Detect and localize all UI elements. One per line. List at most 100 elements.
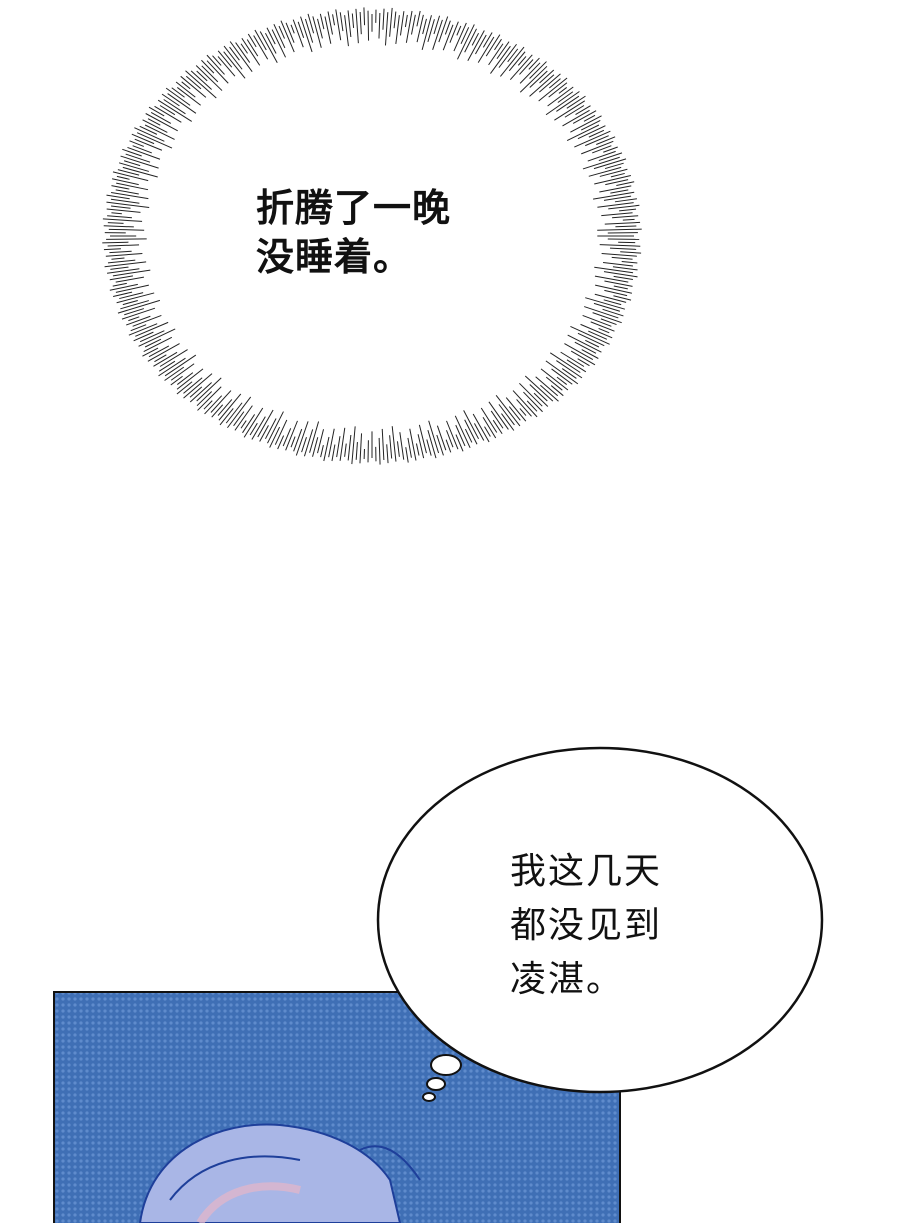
burst-line-mark: [556, 360, 583, 379]
burst-line-mark: [386, 444, 389, 464]
burst-line-mark: [107, 215, 132, 219]
burst-line-mark: [259, 31, 278, 64]
burst-line-mark: [246, 39, 259, 57]
burst-line-mark: [264, 32, 277, 54]
burst-line-mark: [145, 113, 178, 132]
burst-line-mark: [519, 62, 541, 84]
burst-line-mark: [601, 253, 637, 257]
burst-line-mark: [175, 81, 196, 98]
burst-line-mark: [164, 354, 197, 377]
burst-line-mark: [111, 257, 125, 260]
burst-line-mark: [453, 22, 467, 52]
burst-line-mark: [528, 57, 540, 70]
burst-line-mark: [278, 25, 285, 39]
burst-line-mark: [285, 420, 298, 451]
burst-line-mark: [122, 166, 158, 178]
burst-line-mark: [577, 332, 605, 347]
burst-line-mark: [480, 407, 498, 433]
burst-line-mark: [219, 408, 234, 426]
burst-line-mark: [122, 300, 138, 306]
burst-line-mark: [587, 150, 616, 162]
burst-line-mark: [112, 171, 149, 182]
burst-line-mark: [123, 160, 141, 167]
burst-line-mark: [498, 404, 515, 426]
burst-line-mark: [128, 323, 158, 336]
burst-line-mark: [223, 45, 243, 70]
burst-line-mark: [547, 86, 574, 107]
burst-line-mark: [482, 32, 493, 48]
burst-line-mark: [116, 292, 155, 304]
burst-line-mark: [148, 106, 165, 117]
burst-line-mark: [519, 65, 548, 93]
burst-line-mark: [135, 321, 169, 337]
burst-line-mark: [189, 382, 212, 403]
burst-line-mark: [210, 390, 232, 413]
burst-line-mark: [442, 24, 454, 51]
burst-line-mark: [604, 221, 641, 225]
burst-line-mark: [189, 386, 203, 398]
burst-line-mark: [347, 434, 352, 461]
burst-line: 折腾了一晚: [256, 186, 452, 230]
burst-line-mark: [550, 385, 564, 397]
burst-line-mark: [399, 432, 405, 460]
burst-line-mark: [540, 368, 569, 391]
burst-line-mark: [584, 306, 619, 319]
burst-line-mark: [601, 212, 633, 217]
burst-bubble-text: 折腾了一晚没睡着。: [256, 184, 451, 283]
burst-line-mark: [604, 280, 633, 287]
burst-line-mark: [243, 407, 264, 438]
burst-line-mark: [594, 293, 627, 303]
burst-line-mark: [328, 428, 335, 458]
burst-line-mark: [614, 198, 637, 203]
burst-line-mark: [148, 345, 170, 358]
burst-line-mark: [211, 404, 224, 418]
burst-line-mark: [463, 410, 480, 440]
burst-line-mark: [117, 299, 161, 314]
burst-line-mark: [446, 420, 459, 450]
burst-line-mark: [203, 400, 213, 410]
burst-line-mark: [391, 426, 397, 462]
burst-line-mark: [588, 330, 608, 340]
burst-line-mark: [396, 441, 400, 457]
burst-line-mark: [404, 14, 408, 28]
burst-line-mark: [290, 436, 296, 448]
burst-line-mark: [529, 74, 555, 97]
burst-line-mark: [111, 205, 131, 209]
burst-line-mark: [508, 406, 521, 421]
burst-line-mark: [109, 275, 134, 281]
burst-line-mark: [106, 194, 130, 200]
burst-line-mark: [526, 400, 538, 412]
character-hair: [138, 1123, 421, 1223]
burst-line-mark: [445, 439, 452, 453]
burst-line-mark: [367, 10, 370, 41]
burst-line-mark: [456, 24, 475, 60]
burst-line-mark: [196, 70, 208, 82]
burst-line-mark: [122, 148, 142, 157]
burst-line-mark: [271, 29, 287, 58]
burst-line-mark: [582, 156, 620, 170]
burst-line-mark: [581, 349, 599, 359]
burst-line-mark: [382, 8, 385, 30]
burst-line-mark: [378, 437, 381, 465]
burst-line-mark: [102, 241, 129, 244]
burst-line-mark: [139, 330, 165, 343]
burst-line-mark: [556, 376, 568, 385]
burst-line-mark: [111, 191, 149, 200]
burst-line-mark: [120, 300, 149, 310]
burst-line-mark: [472, 413, 490, 443]
burst-line-mark: [517, 56, 527, 66]
burst-line-mark: [444, 20, 451, 35]
burst-line-mark: [582, 314, 612, 327]
burst-line-mark: [616, 181, 635, 186]
burst-line-mark: [475, 34, 487, 55]
burst-line-mark: [548, 78, 561, 89]
burst-line-mark: [235, 42, 251, 63]
burst-line-mark: [577, 358, 590, 367]
burst-line-mark: [309, 421, 320, 453]
burst-line-mark: [554, 100, 586, 121]
burst-line-mark: [206, 60, 229, 84]
burst-line-mark: [185, 70, 217, 99]
burst-line-mark: [107, 259, 136, 264]
burst-line-mark: [233, 411, 245, 427]
burst-line-mark: [608, 204, 640, 210]
